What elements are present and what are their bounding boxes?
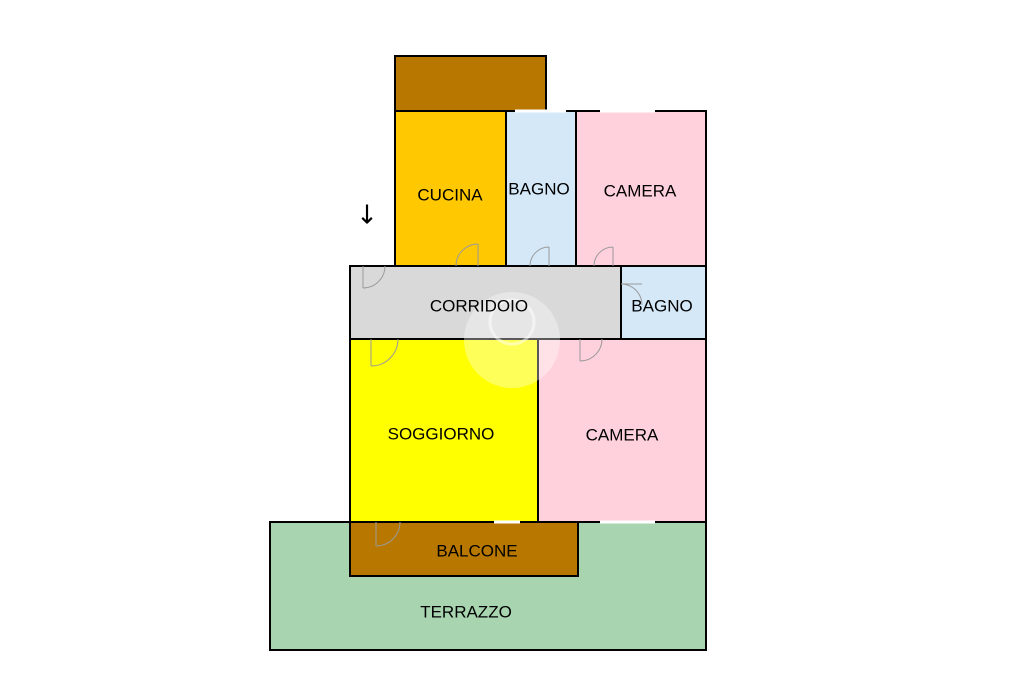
watermark-circle-inner	[488, 298, 536, 346]
label-soggiorno: SOGGIORNO	[388, 424, 495, 443]
door-entrance	[362, 265, 386, 289]
door-bagno-1	[529, 246, 550, 267]
label-corridoio: CORRIDOIO	[430, 296, 528, 315]
room-bagno-2	[620, 265, 707, 340]
label-bagno-1: BAGNO	[508, 179, 569, 198]
door-cucina	[455, 243, 479, 267]
label-camera-2: CAMERA	[586, 425, 659, 444]
door-camera-2	[579, 338, 603, 362]
room-camera-2	[537, 338, 707, 523]
label-balcone: BALCONE	[436, 541, 517, 560]
door-balcone	[375, 521, 401, 547]
watermark-circle	[464, 292, 560, 388]
room-balcone	[349, 521, 579, 577]
entrance-arrow: ↓	[356, 201, 378, 231]
room-cucina	[394, 110, 507, 267]
label-cucina: CUCINA	[417, 185, 483, 204]
label-terrazzo: TERRAZZO	[420, 602, 512, 621]
label-camera-1: CAMERA	[604, 181, 677, 200]
label-bagno-2: BAGNO	[631, 296, 692, 315]
door-bagno-2	[620, 283, 643, 306]
room-balcone-top	[394, 55, 547, 112]
door-soggiorno	[370, 338, 399, 367]
door-camera-1	[593, 246, 614, 267]
room-camera-1	[575, 110, 707, 267]
